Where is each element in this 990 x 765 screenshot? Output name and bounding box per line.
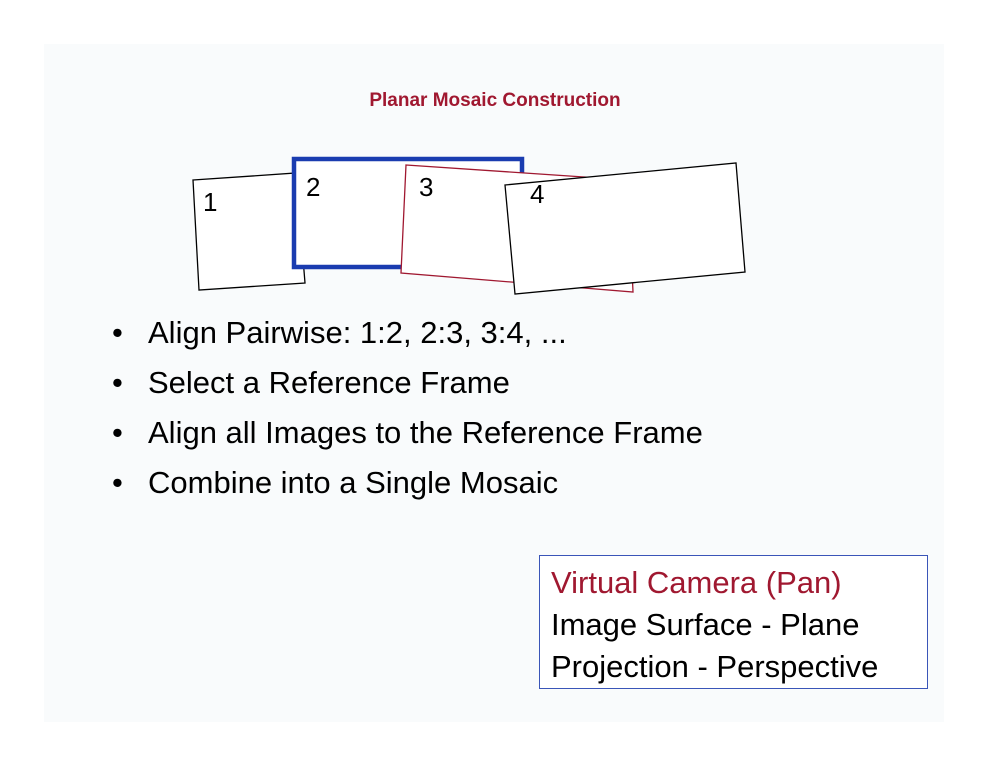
bullet-item: • Combine into a Single Mosaic [112, 458, 703, 508]
bullet-text: Combine into a Single Mosaic [148, 465, 559, 500]
bullet-text: Select a Reference Frame [148, 365, 510, 400]
slide-title: Planar Mosaic Construction [369, 90, 621, 111]
bullet-text: Align all Images to the Reference Frame [148, 415, 703, 450]
bullet-item: • Align Pairwise: 1:2, 2:3, 3:4, ... [112, 308, 703, 358]
frame-1 [192, 172, 306, 291]
projection-label: Projection - Perspective [551, 649, 879, 684]
bullet-item: • Align all Images to the Reference Frame [112, 408, 703, 458]
bullet-text: Align Pairwise: 1:2, 2:3, 3:4, ... [148, 315, 567, 350]
bullet-marker: • [112, 415, 123, 450]
bullet-list: • Align Pairwise: 1:2, 2:3, 3:4, ... • Sel… [112, 308, 703, 508]
bullet-marker: • [112, 365, 123, 400]
frame-3-label: 3 [419, 172, 433, 202]
virtual-camera-label: Virtual Camera (Pan) [551, 565, 842, 600]
bullet-marker: • [112, 315, 123, 350]
frame-2-label: 2 [306, 172, 320, 202]
bullet-marker: • [112, 465, 123, 500]
bullet-item: • Select a Reference Frame [112, 358, 703, 408]
frame-1-label: 1 [203, 187, 217, 217]
frame-4-label: 4 [530, 179, 544, 209]
frame-4 [504, 162, 746, 295]
camera-info-box: Virtual Camera (Pan) Image Surface - Pla… [539, 555, 928, 689]
image-surface-label: Image Surface - Plane [551, 607, 860, 642]
